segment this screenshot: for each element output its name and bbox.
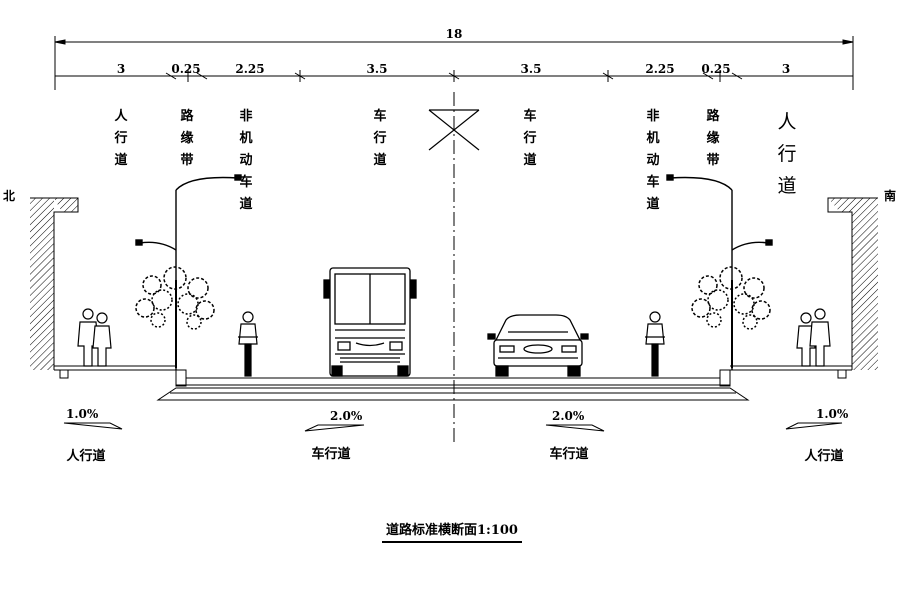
tree-right: [691, 266, 771, 368]
slope-left-roadway: 2.0%: [330, 409, 363, 423]
cyclist-right: [645, 311, 665, 377]
street-light-left: [135, 174, 242, 370]
bottom-labels: 人行道 车行道 车行道 人行道: [66, 446, 843, 464]
slope-arrow-left-roadway: [304, 424, 365, 432]
slope-right-sidewalk: 1.0%: [816, 407, 849, 421]
pedestrians-left: [77, 308, 112, 367]
right-retaining-wall: [827, 197, 878, 370]
lane-labels: 人行道 路缘带 非机动车道 车行道 车行道 非机动车道 路缘带 人行道: [113, 108, 796, 212]
label-left-curb-strip: 路缘带: [180, 108, 194, 168]
cyclist-left: [238, 311, 258, 377]
dimension-segments-line: [55, 70, 853, 82]
bottom-label-left-sidewalk: 人行道: [66, 448, 105, 464]
dimension-total-label: 18: [446, 27, 463, 41]
slope-indicators: 1.0% 2.0% 2.0% 1.0%: [63, 407, 849, 432]
tree-left: [135, 266, 215, 368]
label-left-sidewalk: 人行道: [113, 108, 128, 168]
direction-south: 南: [884, 188, 896, 203]
dim-seg-1: 3: [117, 62, 125, 76]
street-light-right: [666, 174, 773, 370]
label-right-curb-strip: 路缘带: [706, 108, 720, 168]
dimension-segment-labels: 3 0.25 2.25 3.5 3.5 2.25 0.25 3: [117, 62, 790, 76]
direction-north: 北: [3, 188, 15, 203]
pedestrians-right: [796, 308, 831, 367]
label-left-roadway: 车行道: [372, 108, 386, 168]
label-left-bike-lane: 非机动车道: [239, 108, 252, 212]
slope-arrow-left-sidewalk: [63, 422, 123, 430]
slope-left-sidewalk: 1.0%: [66, 407, 99, 421]
dim-seg-6: 2.25: [645, 62, 674, 76]
bottom-label-right-sidewalk: 人行道: [804, 448, 843, 464]
dim-seg-3: 2.25: [235, 62, 264, 76]
slope-arrow-right-sidewalk: [785, 422, 843, 430]
dimension-overall: [54, 36, 854, 90]
bus: [323, 267, 417, 377]
bottom-label-left-roadway: 车行道: [311, 446, 350, 462]
dim-seg-7: 0.25: [701, 62, 730, 76]
bottom-label-right-roadway: 车行道: [549, 446, 588, 462]
centerline-marker: [428, 109, 480, 151]
label-right-roadway: 车行道: [522, 108, 536, 168]
slope-arrow-right-roadway: [545, 424, 605, 432]
dim-seg-4: 3.5: [367, 62, 388, 76]
dim-seg-2: 0.25: [171, 62, 200, 76]
slope-right-roadway: 2.0%: [552, 409, 585, 423]
dim-seg-8: 3: [782, 62, 790, 76]
label-right-bike-lane: 非机动车道: [646, 108, 659, 212]
car: [487, 314, 589, 377]
dim-seg-5: 3.5: [521, 62, 542, 76]
drawing-title: 道路标准横断面1:100: [386, 522, 518, 538]
label-right-sidewalk: 人行道: [777, 111, 796, 197]
left-retaining-wall: [30, 197, 79, 370]
road-surface: [54, 365, 852, 401]
